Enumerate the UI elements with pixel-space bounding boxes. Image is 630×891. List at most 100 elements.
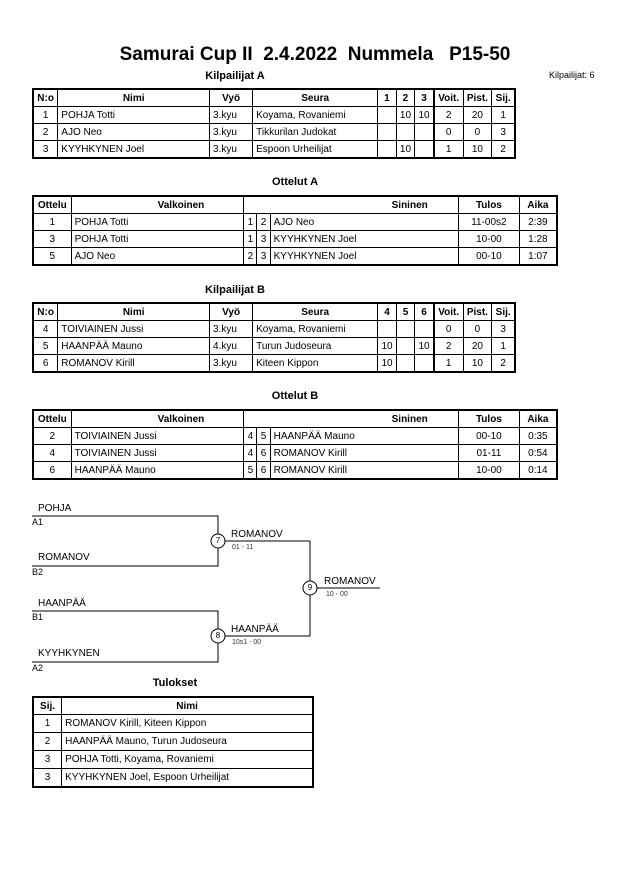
cell: 6	[32, 354, 59, 373]
pool-b-heading: Kilpailijat B	[205, 284, 265, 296]
cell: POHJA Totti	[70, 230, 245, 248]
cell: 0	[432, 123, 464, 141]
cell: Turun Judoseura	[252, 337, 379, 355]
cell: 3	[256, 247, 271, 266]
match-8-number: 8	[215, 631, 221, 640]
final-winner: ROMANOV	[324, 576, 376, 587]
semi2-top-seed: B1	[32, 612, 44, 622]
results-table: Sij. Nimi 1 ROMANOV Kirill, Kiteen Kippo…	[32, 696, 314, 788]
competitors-count: Kilpailijat: 6	[549, 70, 595, 80]
semi1-top-seed: A1	[32, 517, 44, 527]
matches-b-heading: Ottelut B	[271, 390, 319, 402]
cell: 3.kyu	[209, 123, 254, 141]
cell: 6	[256, 444, 271, 462]
table-row: 6 HAANPÄÄ Mauno 5 6 ROMANOV Kirill 10-00…	[32, 461, 558, 480]
semi1-bottom-name: ROMANOV	[38, 552, 90, 563]
match-9-number: 9	[307, 583, 313, 592]
table-row: 1 POHJA Totti 1 2 AJO Neo 11-00s2 2:39	[32, 213, 558, 231]
semi2-bottom-name: KYYHKYNEN	[38, 648, 100, 659]
cell: 1:28	[518, 230, 558, 248]
cell: 3	[32, 768, 63, 787]
table-row: 2 HAANPÄÄ Mauno, Turun Judoseura	[32, 732, 314, 751]
cell: 10-00	[458, 230, 520, 248]
semi2-winner: HAANPÄÄ	[231, 624, 279, 635]
cell: 2	[32, 123, 59, 141]
semi1-score: 01 - 11	[232, 544, 254, 551]
cell: 2	[32, 732, 63, 751]
semi1-bottom-seed: B2	[32, 567, 44, 577]
pool-a-heading: Kilpailijat A	[205, 70, 265, 82]
results-heading: Tulokset	[152, 677, 198, 689]
cell: 1	[32, 714, 63, 733]
cell: Espoon Urheilijat	[252, 140, 379, 159]
match-8-node	[210, 628, 226, 644]
semi1-winner: ROMANOV	[231, 529, 283, 540]
pool-b-table: N:o Nimi Vyö Seura 4 5 6 Voit. Pist. Sij…	[32, 302, 516, 373]
cell: Kiteen Kippon	[252, 354, 379, 373]
matches-a-heading: Ottelut A	[271, 176, 319, 188]
cell: 5	[32, 247, 72, 266]
match-7-number: 7	[215, 536, 221, 545]
cell: 2	[243, 247, 258, 266]
cell: 10	[462, 140, 493, 159]
cell: 6	[32, 461, 72, 480]
table-row: 3 KYYHKYNEN Joel, Espoon Urheilijat	[32, 768, 314, 787]
cell: 4	[32, 444, 72, 462]
table-row: 4 TOIVIAINEN Jussi 4 6 ROMANOV Kirill 01…	[32, 444, 558, 462]
cell: 2	[491, 140, 516, 159]
cell: 1	[243, 230, 258, 248]
cell: 1:07	[518, 247, 558, 266]
table-row: 3 KYYHKYNEN Joel 3.kyu Espoon Urheilijat…	[32, 140, 516, 159]
cell: 3.kyu	[209, 140, 254, 159]
cell: 3	[32, 750, 63, 769]
cell: ROMANOV Kirill	[269, 461, 460, 480]
col-header: Sij.	[32, 696, 63, 715]
match-9-node	[302, 580, 318, 596]
semi2-bottom-seed: A2	[32, 663, 44, 673]
cell: 4	[243, 444, 258, 462]
cell: 3.kyu	[209, 354, 254, 373]
cell: 5	[243, 461, 258, 480]
semi2-top-name: HAANPÄÄ	[38, 598, 86, 609]
pool-b-header-row: N:o Nimi Vyö Seura 4 5 6 Voit. Pist. Sij…	[32, 302, 516, 321]
cell: 1	[432, 354, 464, 373]
table-row: 1 ROMANOV Kirill, Kiteen Kippon	[32, 714, 314, 733]
cell: 1	[491, 106, 516, 124]
cell: 3	[32, 230, 72, 248]
cell	[395, 337, 416, 355]
results-header-row: Sij. Nimi	[32, 696, 314, 715]
cell: 4.kyu	[209, 337, 254, 355]
cell: 6	[256, 461, 271, 480]
page-title: Samurai Cup II 2.4.2022 Nummela P15-50	[119, 44, 511, 65]
cell: 2	[491, 354, 516, 373]
cell: 1	[432, 140, 464, 159]
cell: 3	[491, 123, 516, 141]
cell: 1	[491, 337, 516, 355]
cell: POHJA Totti, Koyama, Rovaniemi	[61, 750, 314, 769]
cell: KYYHKYNEN Joel	[269, 247, 460, 266]
cell	[377, 123, 397, 141]
cell: 0:14	[518, 461, 558, 480]
semi2-score: 10s1 - 00	[232, 639, 262, 646]
matches-b-table: Ottelu Valkoinen Sininen Tulos Aika 2 TO…	[32, 409, 558, 480]
cell: 00-10	[458, 247, 520, 266]
cell: ROMANOV Kirill, Kiteen Kippon	[61, 714, 314, 733]
table-row: 5 HAANPÄÄ Mauno 4.kyu Turun Judoseura 10…	[32, 337, 516, 355]
table-row: 3 POHJA Totti, Koyama, Rovaniemi	[32, 750, 314, 769]
col-header: Nimi	[61, 696, 314, 715]
table-row: 5 AJO Neo 2 3 KYYHKYNEN Joel 00-10 1:07	[32, 247, 558, 266]
matches-a-table: Ottelu Valkoinen Sininen Tulos Aika 1 PO…	[32, 195, 558, 266]
final-score: 10 - 00	[326, 591, 348, 598]
cell: 2	[432, 337, 464, 355]
cell	[395, 354, 416, 373]
matches-a-header-row: Ottelu Valkoinen Sininen Tulos Aika	[32, 195, 558, 214]
pool-a-table: N:o Nimi Vyö Seura 1 2 3 Voit. Pist. Sij…	[32, 88, 516, 159]
cell: 01-11	[458, 444, 520, 462]
cell: 0:54	[518, 444, 558, 462]
cell: KYYHKYNEN Joel	[269, 230, 460, 248]
cell: 10-00	[458, 461, 520, 480]
table-row: 6 ROMANOV Kirill 3.kyu Kiteen Kippon 10 …	[32, 354, 516, 373]
table-row: 4 TOIVIAINEN Jussi 3.kyu Koyama, Rovanie…	[32, 320, 516, 338]
semi1-top-name: POHJA	[38, 503, 72, 514]
